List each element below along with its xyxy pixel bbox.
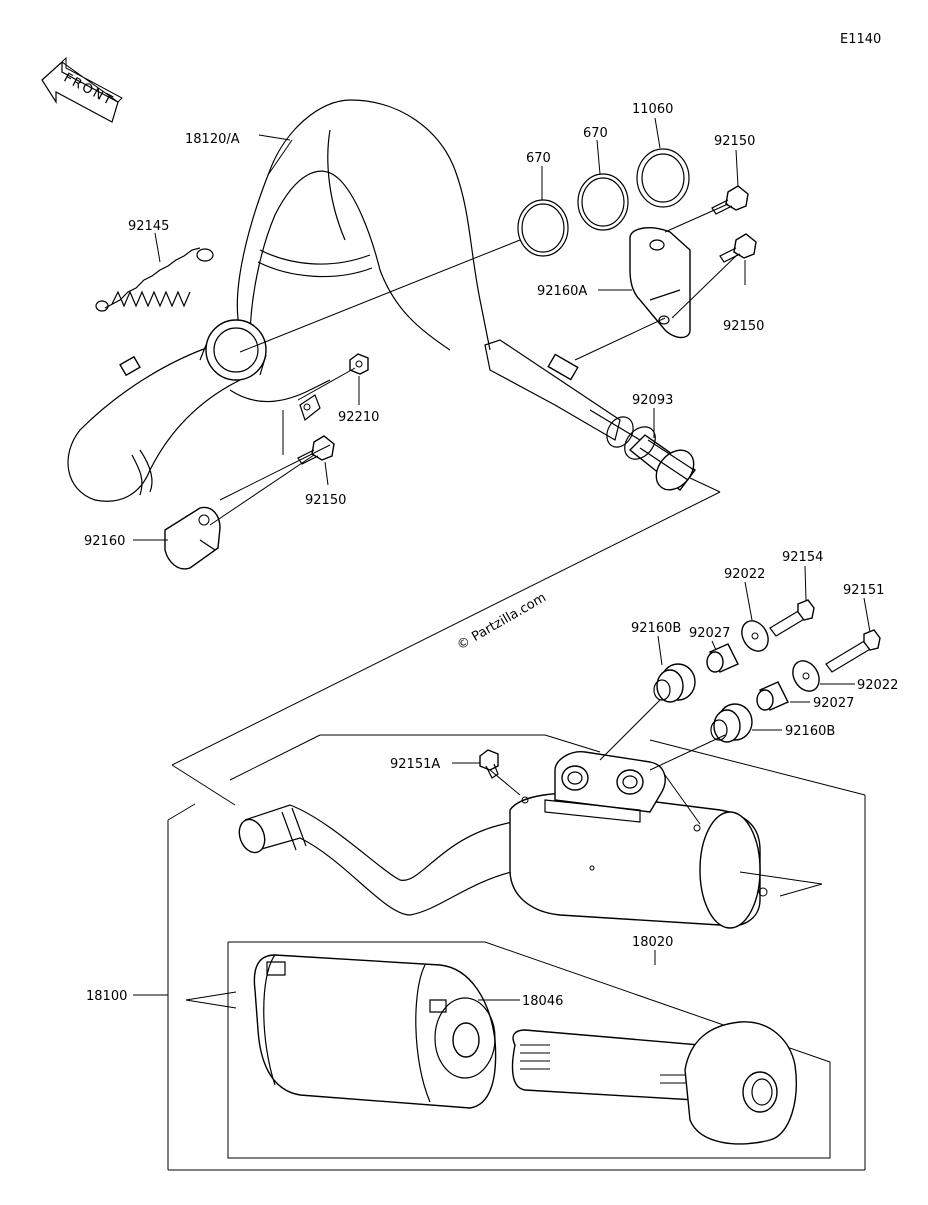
nut-92210[interactable] bbox=[349, 353, 369, 375]
muffler-shell[interactable] bbox=[253, 954, 497, 1109]
front-arrow-icon: FRONT bbox=[41, 56, 123, 123]
inner-tube-18020[interactable] bbox=[511, 1021, 797, 1145]
bolt-92151[interactable] bbox=[825, 629, 881, 673]
callout-92160b-lower[interactable]: 92160B bbox=[785, 724, 835, 739]
callout-92093[interactable]: 92093 bbox=[632, 393, 673, 408]
watermark-text: © Partzilla.com bbox=[455, 590, 549, 653]
callout-92150-low[interactable]: 92150 bbox=[305, 493, 346, 508]
grommet-92160b-upper[interactable] bbox=[653, 663, 696, 703]
callout-92150-mid[interactable]: 92150 bbox=[723, 319, 764, 334]
callout-92022-lower[interactable]: 92022 bbox=[857, 678, 898, 693]
bolt-92154[interactable] bbox=[769, 599, 815, 637]
callout-18120a[interactable]: 18120/A bbox=[185, 132, 240, 147]
part-callouts: 18120/A 92145 670 670 11060 92150 92160A… bbox=[84, 102, 898, 1009]
assembly-lines-lower bbox=[167, 699, 866, 1171]
bolt-92150-mid[interactable] bbox=[719, 233, 757, 263]
exhaust-header-pipe[interactable] bbox=[67, 99, 641, 502]
callout-92160[interactable]: 92160 bbox=[84, 534, 125, 549]
washer-92022-lower[interactable] bbox=[788, 656, 825, 696]
callout-leaders bbox=[133, 117, 871, 1001]
callout-18046[interactable]: 18046 bbox=[522, 994, 563, 1009]
collar-92027-upper[interactable] bbox=[706, 643, 739, 673]
bracket-92160a[interactable] bbox=[629, 227, 691, 339]
callout-11060[interactable]: 11060 bbox=[632, 102, 673, 117]
callout-92210[interactable]: 92210 bbox=[338, 410, 379, 425]
callout-92150-top[interactable]: 92150 bbox=[714, 134, 755, 149]
callout-92022-upper[interactable]: 92022 bbox=[724, 567, 765, 582]
callout-92154[interactable]: 92154 bbox=[782, 550, 823, 565]
callout-92151[interactable]: 92151 bbox=[843, 583, 884, 598]
callout-92027-upper[interactable]: 92027 bbox=[689, 626, 730, 641]
bolt-92150-top[interactable] bbox=[711, 185, 749, 215]
spring-part[interactable] bbox=[95, 247, 214, 312]
bracket-92160[interactable] bbox=[164, 506, 221, 570]
grommet-92160b-lower[interactable] bbox=[710, 703, 753, 743]
callout-92151a[interactable]: 92151A bbox=[390, 757, 440, 772]
collar-92027-lower[interactable] bbox=[756, 681, 789, 711]
callout-670-b[interactable]: 670 bbox=[583, 126, 608, 141]
gasket-11060[interactable] bbox=[636, 148, 690, 208]
silencer-parts-box bbox=[185, 941, 831, 1159]
bolt-92151a[interactable] bbox=[479, 749, 499, 779]
assembly-lines-upper bbox=[171, 203, 739, 806]
callout-670-a[interactable]: 670 bbox=[526, 151, 551, 166]
callout-92145[interactable]: 92145 bbox=[128, 219, 169, 234]
muffler-assembly[interactable] bbox=[235, 751, 768, 929]
washer-92022-upper[interactable] bbox=[737, 616, 774, 656]
callout-18020[interactable]: 18020 bbox=[632, 935, 673, 950]
diagram-code: E1140 bbox=[840, 32, 881, 47]
callout-18100[interactable]: 18100 bbox=[86, 989, 127, 1004]
bolt-92150-low[interactable] bbox=[297, 435, 335, 465]
gasket-670-b[interactable] bbox=[577, 173, 629, 231]
sleeve-92093[interactable] bbox=[618, 421, 701, 497]
callout-92160a[interactable]: 92160A bbox=[537, 284, 587, 299]
gasket-670-a[interactable] bbox=[517, 199, 569, 257]
callout-92027-lower[interactable]: 92027 bbox=[813, 696, 854, 711]
callout-92160b-upper[interactable]: 92160B bbox=[631, 621, 681, 636]
